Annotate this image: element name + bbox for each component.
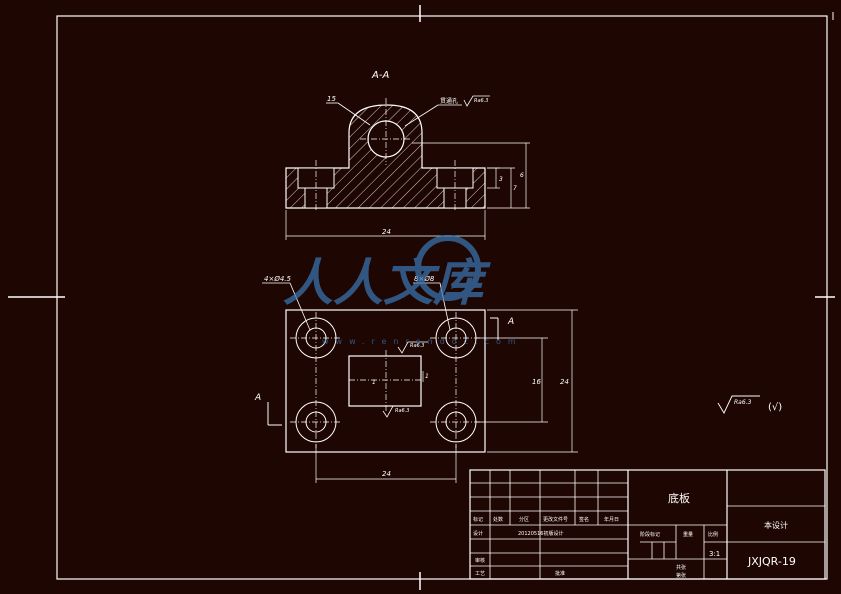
watermark-logo-icon	[415, 235, 481, 301]
dim-height-plan-outer: 24	[560, 378, 569, 386]
sheet-label: 共张	[676, 564, 686, 571]
rev-header-2: 分区	[519, 516, 529, 523]
roughness-symbol-top	[463, 95, 490, 107]
svg-text:(√): (√)	[768, 402, 782, 413]
section-label: A-A	[371, 70, 389, 81]
stage-label: 阶段标记	[640, 531, 660, 538]
rev-header-3: 更改文件号	[543, 516, 568, 523]
center-boss	[348, 355, 422, 407]
general-roughness-note: Ra6.3 (√)	[717, 395, 782, 414]
weight-label: 重量	[683, 531, 693, 538]
drawing-no: JXJQR-19	[747, 555, 796, 568]
view-arrow-right: A	[507, 317, 514, 327]
scale-label: 比例	[708, 531, 718, 538]
reviewer-label: 审核	[475, 557, 485, 564]
rev-header-4: 签名	[579, 516, 589, 523]
view-arrow-left: A	[254, 393, 261, 403]
watermark-brand: 人人文库	[283, 254, 491, 312]
sheet-of-label: 第张	[676, 572, 686, 579]
svg-text:Ra6.3: Ra6.3	[410, 343, 425, 349]
rev-header-5: 年月日	[604, 516, 619, 523]
rev-header-0: 标记	[473, 516, 483, 523]
plan-view: 1 1 Ra6.3 Ra6.3 4×Ø4.5 8×Ø8 A A 24	[254, 275, 578, 483]
svg-text:Ra6.3: Ra6.3	[474, 98, 489, 104]
part-callout: 15	[327, 95, 336, 103]
dim-width-plan: 24	[382, 470, 391, 478]
title-block-text: 底板 本设计 JXJQR-19 3:1 阶段标记 重量 比例 共张 第张 标记 …	[473, 491, 796, 579]
hole-callout: 贯通孔	[440, 97, 458, 105]
watermark-url: www.renrendoc.com	[322, 337, 523, 346]
roughness-symbol-center-top	[397, 341, 428, 354]
dim-height-plan-inner: 16	[532, 378, 541, 386]
svg-text:1: 1	[425, 373, 429, 380]
watermark: 人人文库 www.renrendoc.com	[283, 235, 523, 346]
revision-entry: 20120516初版设计	[518, 530, 563, 537]
part-name: 底板	[668, 491, 690, 505]
dim-height-2: 7	[513, 185, 517, 192]
roughness-symbol-center-bottom	[382, 405, 413, 418]
craft-label: 工艺	[475, 571, 485, 577]
company: 本设计	[764, 520, 788, 530]
title-block	[469, 469, 826, 580]
svg-text:1: 1	[372, 379, 376, 386]
plate-outline	[285, 309, 486, 453]
rev-header-1: 处数	[493, 516, 503, 523]
hole-note-left: 4×Ø4.5	[264, 275, 292, 283]
hole-note-right: 8×Ø8	[414, 275, 435, 283]
approver-label: 批准	[555, 570, 565, 577]
dim-height-3: 3	[499, 176, 503, 183]
dim-height-1: 6	[520, 172, 524, 179]
svg-text:Ra6.3: Ra6.3	[734, 399, 752, 406]
section-view: A-A 15 贯通孔 Ra6.3 2	[285, 70, 530, 240]
scale-value: 3:1	[709, 550, 720, 558]
svg-text:Ra6.3: Ra6.3	[395, 408, 410, 414]
sheet-frame	[8, 5, 835, 590]
designer-label: 设计	[473, 530, 483, 537]
dim-width-section: 24	[382, 228, 391, 236]
